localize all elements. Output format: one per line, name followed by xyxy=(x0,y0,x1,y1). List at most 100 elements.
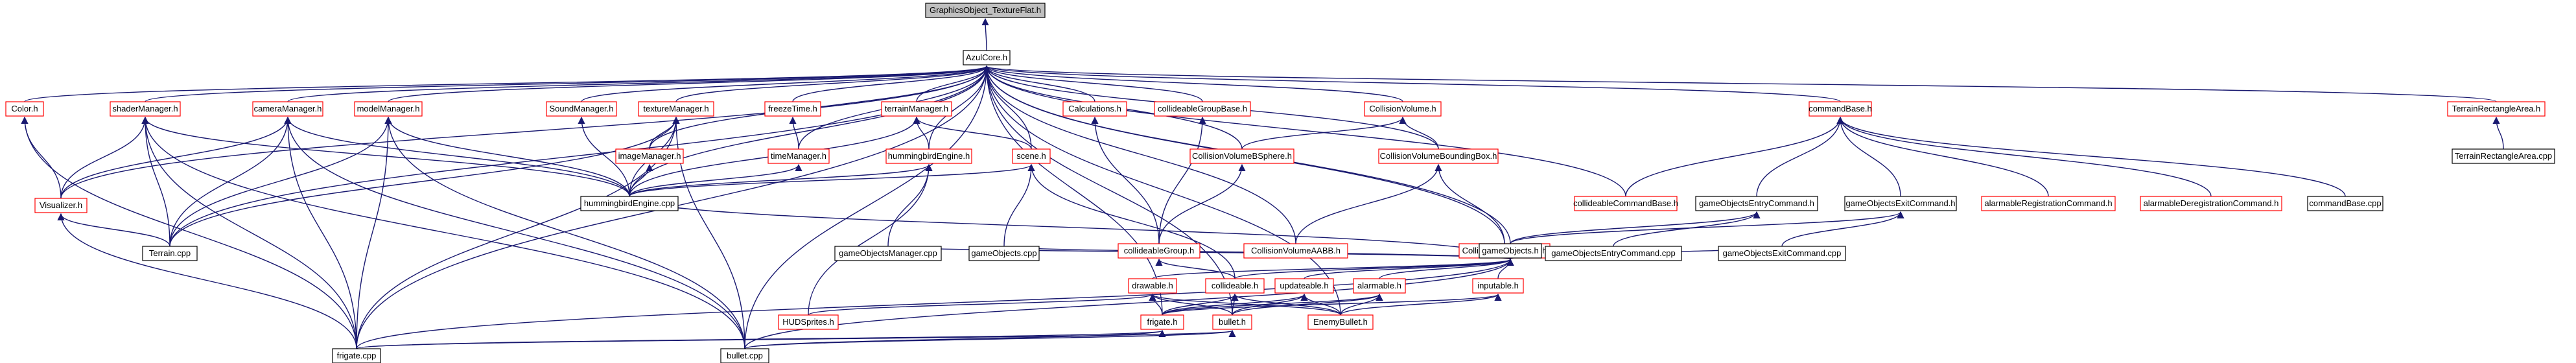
file-node-box xyxy=(778,314,839,330)
file-node-collGroupH[interactable]: collideableGroup.h xyxy=(1118,243,1200,259)
file-node-frigateH[interactable]: frigate.h xyxy=(1140,314,1184,330)
file-node-inputableH[interactable]: inputable.h xyxy=(1472,278,1524,294)
file-node-label: shaderManager.h xyxy=(112,104,178,113)
file-node-label: TerrainRectangleArea.h xyxy=(2452,104,2541,113)
dependency-edge xyxy=(983,65,1032,150)
dependency-edge xyxy=(629,163,653,197)
file-nodes: GraphicsObject_TextureFlat.hAzulCore.hCo… xyxy=(5,3,2555,363)
file-node-box xyxy=(2452,148,2555,164)
dependency-edge xyxy=(1152,258,1514,279)
file-node-cvBSphere[interactable]: CollisionVolumeBSphere.h xyxy=(1189,148,1294,164)
dependency-edge xyxy=(808,163,933,316)
file-node-enemyBullet[interactable]: EnemyBullet.h xyxy=(1307,314,1374,330)
file-node-updateableH[interactable]: updateable.h xyxy=(1274,278,1334,294)
file-node-box xyxy=(1128,278,1177,294)
dependency-edge xyxy=(1340,293,1383,316)
dependency-edge xyxy=(983,65,1233,316)
file-node-color[interactable]: Color.h xyxy=(5,101,44,117)
dependency-edge xyxy=(983,65,1203,102)
dependency-edge xyxy=(629,65,990,197)
file-node-gameObjectsH[interactable]: gameObjects.h xyxy=(1479,243,1542,259)
file-node-box xyxy=(142,246,198,261)
file-node-terrainCpp[interactable]: Terrain.cpp xyxy=(142,246,198,261)
file-node-modelMgr[interactable]: modelManager.h xyxy=(354,101,423,117)
file-node-collGroupBase[interactable]: collideableGroupBase.h xyxy=(1154,101,1251,117)
file-node-label: collideableCommandBase.h xyxy=(1573,198,1678,208)
file-node-label: CollisionVolumeAABB.h xyxy=(1251,246,1341,255)
file-node-label: terrainManager.h xyxy=(885,104,948,113)
file-node-sceneH[interactable]: scene.h xyxy=(1012,148,1051,164)
file-node-box xyxy=(1479,243,1542,259)
file-node-label: alarmableDeregistrationCommand.h xyxy=(2144,198,2279,208)
file-node-frigateCpp[interactable]: frigate.cpp xyxy=(332,348,381,363)
file-node-box xyxy=(2307,196,2383,211)
file-node-freezeTime[interactable]: freezeTime.h xyxy=(764,101,821,117)
file-node-alarmableH[interactable]: alarmable.h xyxy=(1353,278,1406,294)
file-node-box xyxy=(1189,148,1294,164)
file-node-box xyxy=(1809,101,1872,117)
file-node-label: timeManager.h xyxy=(771,151,826,161)
file-node-label: CollisionVolume.h xyxy=(1369,104,1436,113)
file-node-drawableH[interactable]: drawable.h xyxy=(1128,278,1177,294)
file-node-label: EnemyBullet.h xyxy=(1313,317,1368,327)
file-node-box xyxy=(546,101,617,117)
dependency-edge xyxy=(141,116,630,197)
dependency-edge xyxy=(1149,293,1341,316)
dependency-edge xyxy=(983,65,1095,102)
dependency-edge xyxy=(983,65,1163,316)
file-node-goEntryCmdCpp[interactable]: gameObjectsEntryCommand.cpp xyxy=(1545,246,1682,261)
file-node-hbEngineCpp[interactable]: hummingbirdEngine.cpp xyxy=(580,196,679,211)
dependency-edge xyxy=(287,65,990,102)
file-node-alarmDeregCmd[interactable]: alarmableDeregistrationCommand.h xyxy=(2140,196,2282,211)
file-node-label: freezeTime.h xyxy=(768,104,817,113)
file-node-box xyxy=(1844,196,1957,211)
file-node-box xyxy=(1012,148,1051,164)
file-node-imageMgr[interactable]: imageManager.h xyxy=(615,148,684,164)
file-node-terrainRectH[interactable]: TerrainRectangleArea.h xyxy=(2447,101,2546,117)
file-node-alarmRegCmd[interactable]: alarmableRegistrationCommand.h xyxy=(1981,196,2116,211)
dependency-edge xyxy=(1231,293,1341,316)
file-node-bulletCpp[interactable]: bullet.cpp xyxy=(720,348,769,363)
file-node-collideableH[interactable]: collideable.h xyxy=(1205,278,1265,294)
file-node-soundMgr[interactable]: SoundManager.h xyxy=(546,101,617,117)
dependency-edge xyxy=(24,65,990,102)
file-node-terrainMgr[interactable]: terrainManager.h xyxy=(881,101,952,117)
file-node-goExitCmdCpp[interactable]: gameObjectsExitCommand.cpp xyxy=(1718,246,1846,261)
dependency-edge xyxy=(356,116,392,349)
file-node-label: gameObjectsEntryCommand.cpp xyxy=(1551,248,1675,258)
file-node-goExitCmdH[interactable]: gameObjectsExitCommand.h xyxy=(1844,196,1957,211)
file-node-commandBaseCpp[interactable]: commandBase.cpp xyxy=(2307,196,2383,211)
file-node-box xyxy=(332,348,381,363)
dependency-edge xyxy=(983,65,1296,244)
file-node-gameObjectsCpp[interactable]: gameObjects.cpp xyxy=(968,246,1040,261)
dependency-edges xyxy=(21,18,2504,349)
dependency-edge xyxy=(1295,163,1442,244)
file-node-cvBBox[interactable]: CollisionVolumeBoundingBox.h xyxy=(1378,148,1499,164)
file-node-hudSprites[interactable]: HUDSprites.h xyxy=(778,314,839,330)
file-node-collCmdBase[interactable]: collideableCommandBase.h xyxy=(1573,196,1678,211)
file-node-bulletH[interactable]: bullet.h xyxy=(1212,314,1252,330)
file-node-box xyxy=(2140,196,2282,211)
dependency-edge xyxy=(1510,211,1761,244)
file-node-hbEngineH[interactable]: hummingbirdEngine.h xyxy=(885,148,972,164)
file-node-goMgrCpp[interactable]: gameObjectsManager.cpp xyxy=(834,246,942,261)
dependency-edge xyxy=(388,65,990,102)
file-node-shaderMgr[interactable]: shaderManager.h xyxy=(110,101,181,117)
file-node-cvAABB[interactable]: CollisionVolumeAABB.h xyxy=(1243,243,1348,259)
file-node-label: gameObjectsEntryCommand.h xyxy=(1699,198,1814,208)
file-node-goEntryCmdH[interactable]: gameObjectsEntryCommand.h xyxy=(1695,196,1818,211)
file-node-calculations[interactable]: Calculations.h xyxy=(1062,101,1127,117)
file-node-label: frigate.cpp xyxy=(337,351,377,360)
dependency-edge xyxy=(1379,258,1514,279)
file-node-cameraMgr[interactable]: cameraManager.h xyxy=(252,101,323,117)
dependency-edge xyxy=(141,116,170,247)
file-node-terrainRectCpp[interactable]: TerrainRectangleArea.cpp xyxy=(2452,148,2555,164)
file-node-textureMgr[interactable]: textureManager.h xyxy=(638,101,714,117)
file-node-azul[interactable]: AzulCore.h xyxy=(963,50,1011,65)
file-node-timeMgr[interactable]: timeManager.h xyxy=(767,148,830,164)
file-node-collVol[interactable]: CollisionVolume.h xyxy=(1364,101,1442,117)
file-node-commandBase[interactable]: commandBase.h xyxy=(1809,101,1872,117)
dependency-edge xyxy=(1162,293,1383,316)
file-node-label: commandBase.cpp xyxy=(2309,198,2381,208)
file-node-visualizer[interactable]: Visualizer.h xyxy=(34,198,88,213)
